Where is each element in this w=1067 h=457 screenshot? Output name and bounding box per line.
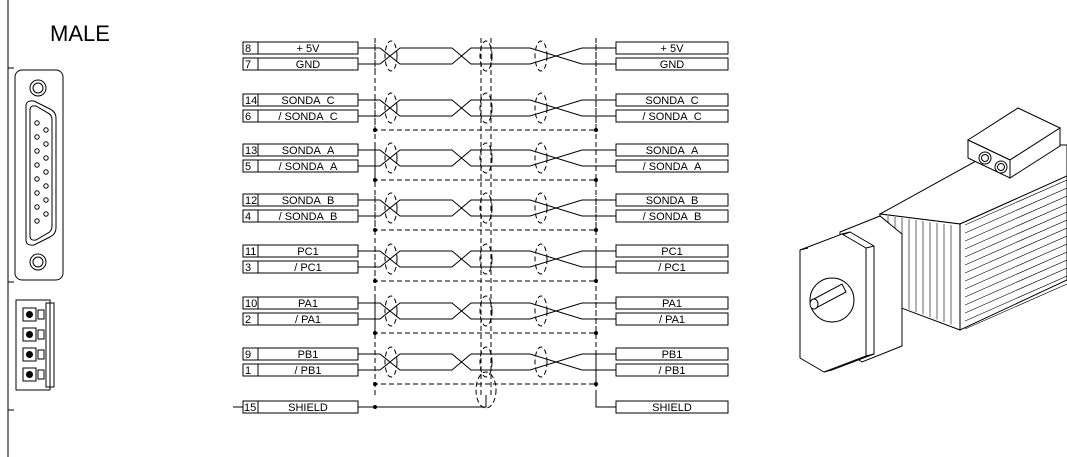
pin-number: 9 xyxy=(245,349,251,361)
pin-number: 15 xyxy=(244,402,256,414)
wire-pair: 8 + 5V + 5V 7 GND GND xyxy=(242,40,729,72)
pin-number: 3 xyxy=(245,262,251,274)
signal-label: SONDA_A xyxy=(282,145,335,157)
signal-label: / SONDA_B xyxy=(643,211,702,223)
pin-row-2 xyxy=(43,127,49,217)
wire-pair: 11 PC1 PC1 3 / PC1 / PC1 xyxy=(242,243,729,283)
wire-pair: 13 SONDA_A SONDA_A 5 / SONDA_A / SONDA_A xyxy=(242,142,729,182)
pin-number: 12 xyxy=(245,195,257,207)
pin-number: 8 xyxy=(245,43,251,55)
signal-label: GND xyxy=(660,59,685,71)
signal-label: SONDA_A xyxy=(646,145,699,157)
signal-label: PB1 xyxy=(662,349,683,361)
wire-pair: 9 PB1 PB1 1 / PB1 / PB1 xyxy=(242,346,729,386)
signal-label: SONDA_C xyxy=(645,95,698,107)
pin-number: 5 xyxy=(245,161,251,173)
wire-pair: 10 PA1 PA1 2 / PA1 / PA1 xyxy=(242,295,729,335)
signal-label: / PA1 xyxy=(659,314,685,326)
dsub15-connector xyxy=(14,69,64,281)
signal-label: / SONDA_A xyxy=(643,161,702,173)
signal-label: / PC1 xyxy=(294,262,322,274)
signal-label: PC1 xyxy=(661,246,682,258)
pin-row-1 xyxy=(34,120,40,224)
signal-label: PA1 xyxy=(298,298,318,310)
signal-label: / SONDA_C xyxy=(278,111,337,123)
motor-icon xyxy=(799,107,1067,373)
device-frame xyxy=(7,0,14,457)
wire-pair: 12 SONDA_B SONDA_B 4 / SONDA_B / SONDA_B xyxy=(242,192,729,232)
signal-label: SHIELD xyxy=(652,402,692,414)
signal-label: SONDA_B xyxy=(646,195,699,207)
signal-label: GND xyxy=(296,59,321,71)
signal-label: / SONDA_A xyxy=(279,161,338,173)
pin-number: 2 xyxy=(245,314,251,326)
signal-label: / SONDA_C xyxy=(642,111,701,123)
pin-number: 7 xyxy=(245,59,251,71)
signal-label: PB1 xyxy=(298,349,319,361)
signal-label: / PC1 xyxy=(658,262,686,274)
pin-number: 13 xyxy=(245,145,257,157)
pin-number: 1 xyxy=(245,365,251,377)
signal-label: PC1 xyxy=(297,246,318,258)
signal-label: SHIELD xyxy=(288,402,328,414)
shield-row: 15 SHIELD SHIELD xyxy=(233,395,729,414)
terminal-block xyxy=(15,299,55,391)
connector-title: MALE xyxy=(50,21,110,46)
signal-label: + 5V xyxy=(297,43,321,55)
pin-number: 14 xyxy=(245,95,257,107)
signal-label: / PB1 xyxy=(295,365,322,377)
pin-number: 11 xyxy=(245,246,256,258)
pin-number: 6 xyxy=(245,111,251,123)
pin-number: 4 xyxy=(245,211,251,223)
signal-label: PA1 xyxy=(662,298,682,310)
signal-label: + 5V xyxy=(661,43,685,55)
signal-label: / PA1 xyxy=(295,314,321,326)
wire-pair: 14 SONDA_C SONDA_C 6 / SONDA_C / SONDA_C xyxy=(242,92,729,132)
signal-label: / SONDA_B xyxy=(279,211,338,223)
signal-label: SONDA_B xyxy=(282,195,335,207)
signal-label: SONDA_C xyxy=(281,95,334,107)
pin-number: 10 xyxy=(245,298,257,310)
signal-label: / PB1 xyxy=(659,365,686,377)
